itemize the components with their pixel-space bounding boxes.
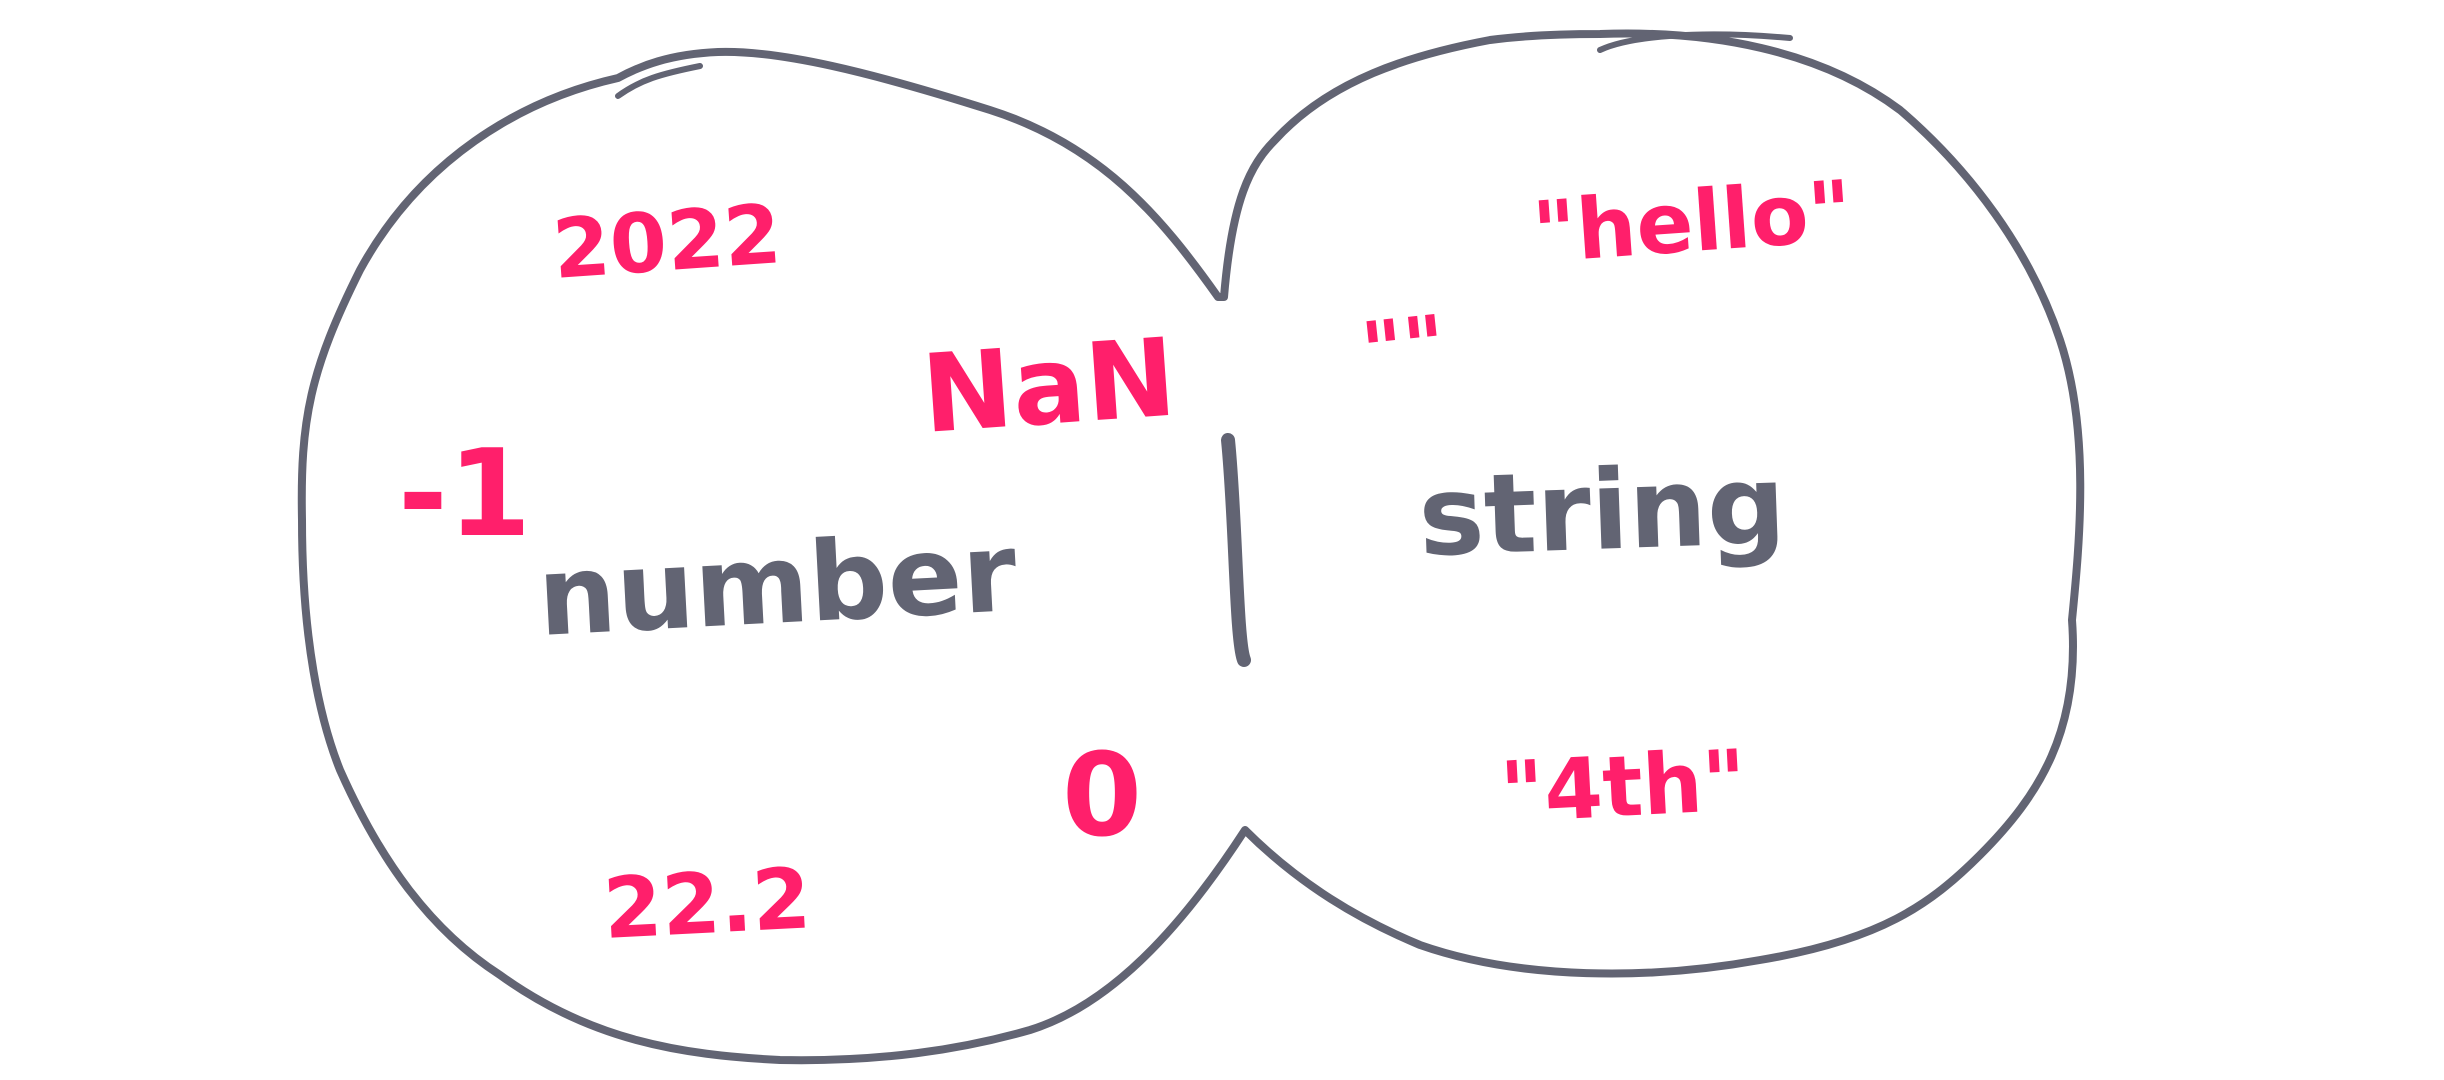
outline-overlap-right (1597, 31, 1793, 53)
string-type-label: string (1416, 440, 1787, 581)
number-value-zero: 0 (1062, 729, 1142, 863)
number-value-2022: 2022 (550, 187, 784, 298)
union-outline (297, 29, 2085, 1065)
outline-overlap-left (615, 63, 703, 99)
number-value-neg-one: -1 (398, 425, 531, 564)
string-value-4th: "4th" (1498, 731, 1749, 842)
number-value-22-2: 22.2 (601, 849, 813, 958)
string-value-hello: "hello" (1530, 162, 1856, 282)
number-value-nan: NaN (918, 316, 1180, 458)
string-value-empty: "" (1357, 298, 1450, 399)
number-type-label: number (535, 508, 1020, 661)
union-separator-bar (1221, 433, 1251, 667)
